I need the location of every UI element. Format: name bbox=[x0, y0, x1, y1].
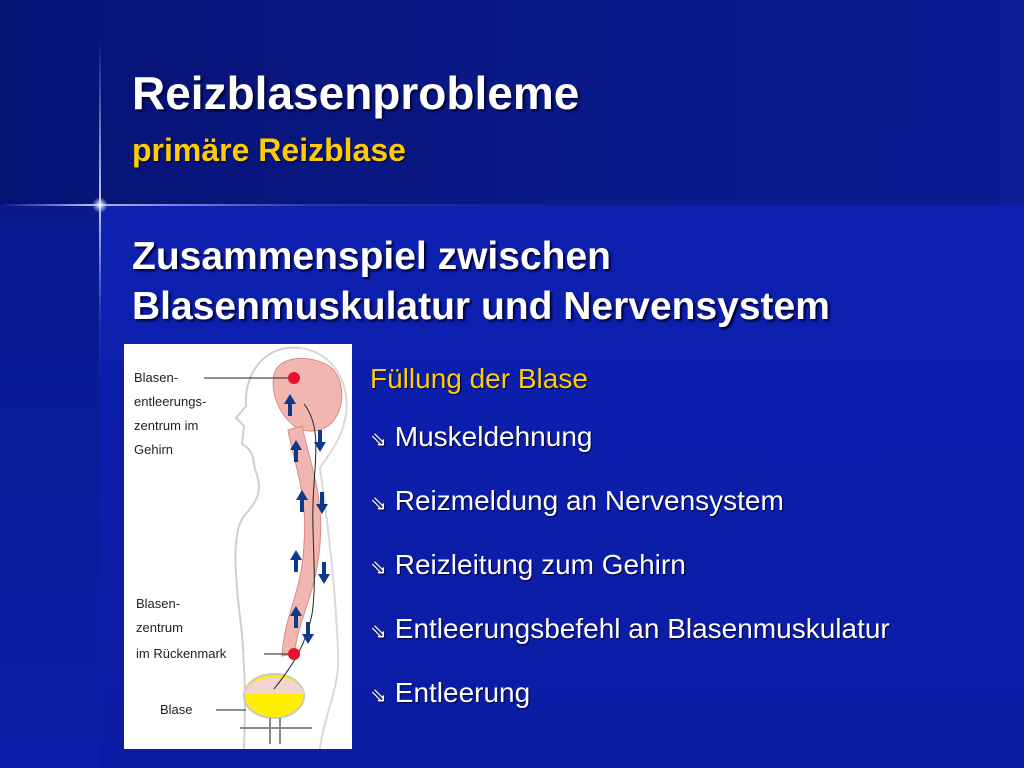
section-heading: Zusammenspiel zwischen Blasenmuskulatur … bbox=[132, 232, 830, 332]
arrow-curved-down-right-icon: ⇘ bbox=[370, 685, 387, 707]
body-back-outline bbox=[299, 347, 348, 749]
list-item-text: Füllung der Blase bbox=[370, 363, 588, 394]
up-arrow bbox=[290, 440, 302, 462]
down-arrows bbox=[302, 430, 330, 644]
list-item: ⇘ Reizmeldung an Nervensystem bbox=[370, 484, 1010, 521]
label-bladder: Blase bbox=[160, 702, 193, 717]
bladder-fill-top bbox=[244, 677, 304, 694]
up-arrow bbox=[290, 606, 302, 628]
heading-line-1: Zusammenspiel zwischen bbox=[132, 235, 611, 278]
heading-line-2: Blasenmuskulatur und Nervensystem bbox=[132, 285, 830, 328]
up-arrow bbox=[290, 550, 302, 572]
down-arrow bbox=[314, 430, 326, 452]
list-item: ⇘ Muskeldehnung bbox=[370, 420, 1010, 457]
left-column-band bbox=[0, 205, 100, 768]
label-brain-2: entleerungs- bbox=[134, 394, 206, 409]
spinal-center-node bbox=[288, 648, 300, 660]
down-arrow bbox=[302, 622, 314, 644]
anatomy-diagram: Blasen- entleerungs- zentrum im Gehirn B… bbox=[124, 344, 352, 749]
arrow-curved-down-right-icon: ⇘ bbox=[370, 557, 387, 579]
label-brain-1: Blasen- bbox=[134, 370, 178, 385]
brain-shape bbox=[272, 357, 343, 432]
body-outline bbox=[234, 346, 301, 749]
label-spinal-3: im Rückenmark bbox=[136, 646, 227, 661]
list-item-text: Entleerung bbox=[394, 677, 531, 708]
up-arrows bbox=[284, 394, 308, 628]
up-arrow bbox=[284, 394, 296, 416]
list-item: ⇘ Reizleitung zum Gehirn bbox=[370, 548, 1010, 585]
up-arrow bbox=[296, 490, 308, 512]
decorative-sparkle-icon bbox=[92, 197, 108, 213]
slide-title: Reizblasenprobleme bbox=[132, 67, 580, 119]
spinal-cord bbox=[281, 425, 322, 657]
down-arrow bbox=[318, 562, 330, 584]
label-spinal-2: zentrum bbox=[136, 620, 183, 635]
label-brain-4: Gehirn bbox=[134, 442, 173, 457]
arrow-curved-down-right-icon: ⇘ bbox=[370, 429, 387, 451]
header-band bbox=[0, 0, 1024, 205]
brain-center-node bbox=[288, 372, 300, 384]
label-spinal-1: Blasen- bbox=[136, 596, 180, 611]
list-item-text: Reizleitung zum Gehirn bbox=[394, 549, 686, 580]
slide-subtitle: primäre Reizblase bbox=[132, 132, 406, 168]
arrow-curved-down-right-icon: ⇘ bbox=[370, 621, 387, 643]
list-item: ⇘ Entleerung bbox=[370, 676, 1010, 713]
decorative-horizontal-line bbox=[0, 204, 560, 206]
down-arrow bbox=[316, 492, 328, 514]
list-item-text: Muskeldehnung bbox=[394, 421, 593, 452]
list-item-text: Entleerungsbefehl an Blasenmuskulatur bbox=[394, 613, 890, 644]
list-item-text: Reizmeldung an Nervensystem bbox=[394, 485, 784, 516]
arrow-curved-down-right-icon: ⇘ bbox=[370, 493, 387, 515]
anatomy-illustration: Blasen- entleerungs- zentrum im Gehirn B… bbox=[134, 346, 348, 749]
label-brain-3: zentrum im bbox=[134, 418, 198, 433]
process-list: Füllung der Blase ⇘ Muskeldehnung ⇘ Reizme… bbox=[370, 362, 1010, 740]
list-item: Füllung der Blase bbox=[370, 362, 1010, 396]
list-item: ⇘ Entleerungsbefehl an Blasenmuskulatur bbox=[370, 612, 1010, 649]
